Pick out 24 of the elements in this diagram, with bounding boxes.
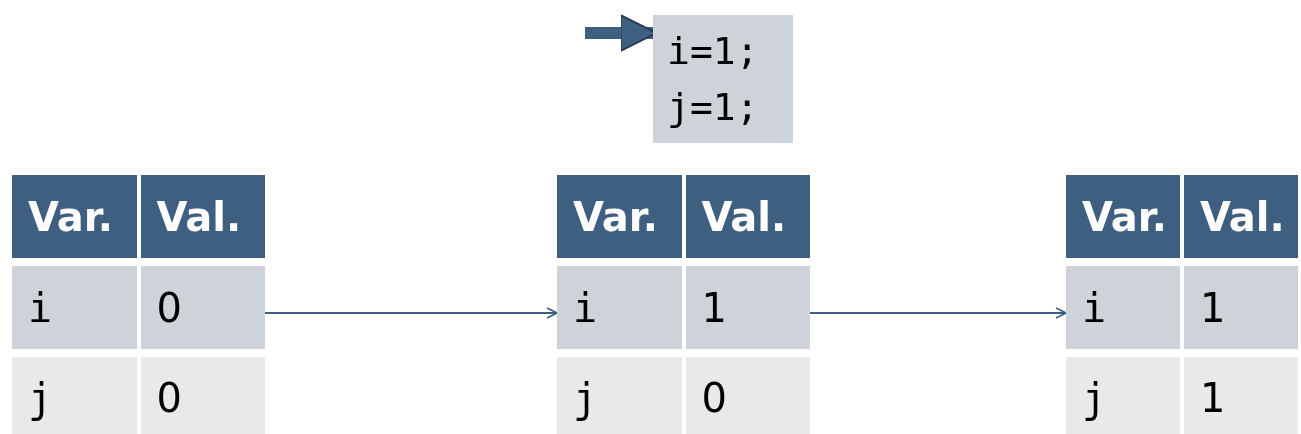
column-header: Var. <box>12 175 137 258</box>
variable-table <box>1066 175 1298 434</box>
column-header: Val. <box>1184 175 1298 258</box>
column-header: Var. <box>1066 175 1180 258</box>
variable-name: j <box>12 357 137 434</box>
variable-value: 1 <box>1184 357 1298 434</box>
code-snippet: i=1; j=1; <box>653 15 793 143</box>
variable-name: j <box>1066 357 1180 434</box>
variable-table <box>12 175 265 434</box>
variable-value: 1 <box>1184 266 1298 349</box>
column-header: Var. <box>557 175 682 258</box>
column-header: Val. <box>140 175 265 258</box>
variable-value: 1 <box>685 266 810 349</box>
column-header: Val. <box>685 175 810 258</box>
variable-name: j <box>557 357 682 434</box>
variable-value: 0 <box>140 357 265 434</box>
arrow <box>264 307 558 319</box>
arrow <box>809 307 1067 319</box>
variable-name: i <box>1066 266 1180 349</box>
variable-name: i <box>12 266 137 349</box>
variable-table <box>557 175 810 434</box>
variable-name: i <box>557 266 682 349</box>
variable-value: 0 <box>140 266 265 349</box>
variable-value: 0 <box>685 357 810 434</box>
